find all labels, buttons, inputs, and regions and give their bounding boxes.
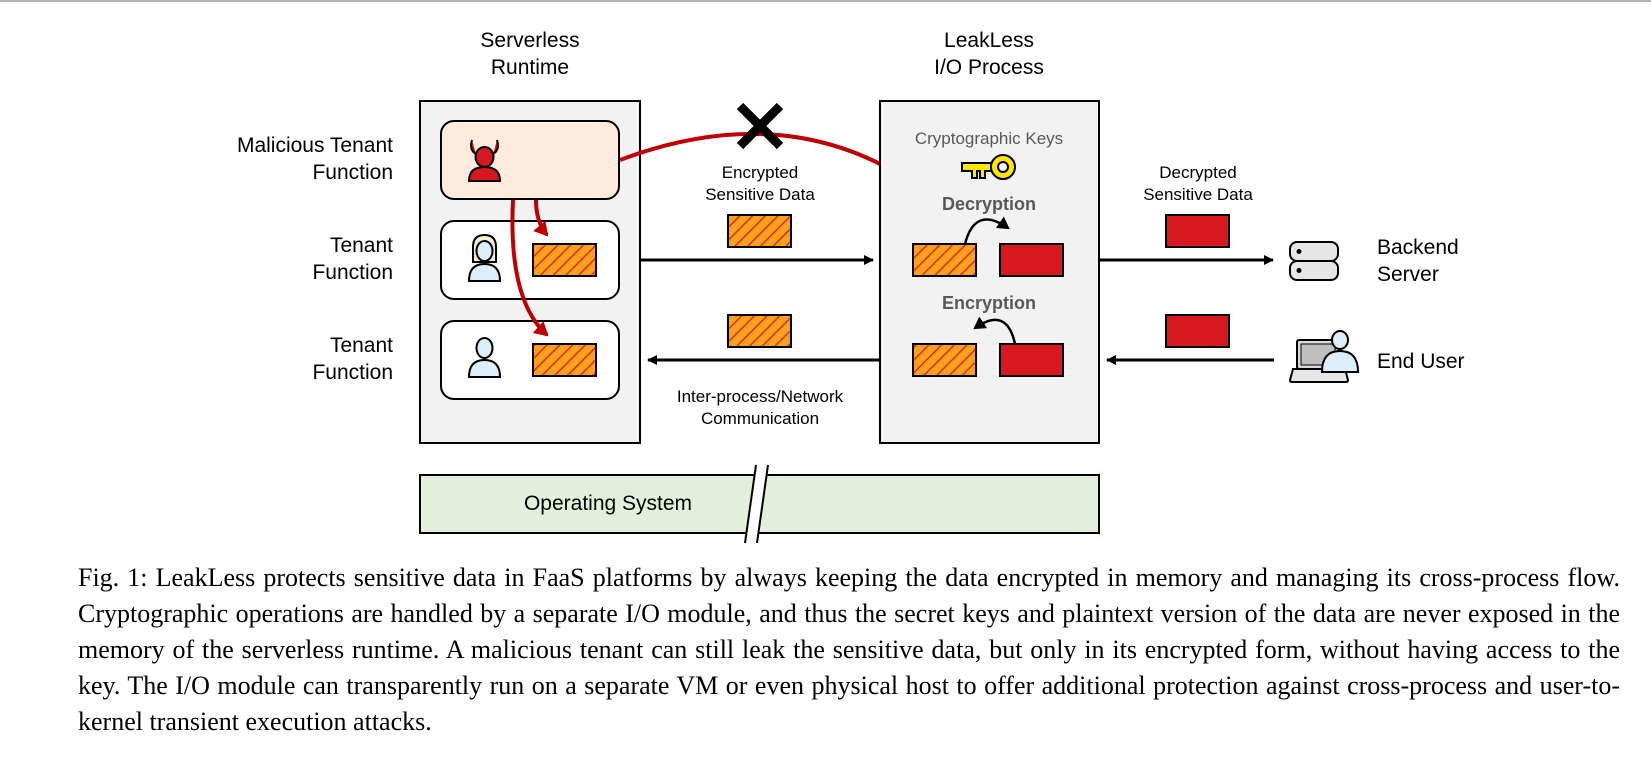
os-break-gap — [745, 465, 768, 543]
encrypted-data-block — [912, 343, 977, 377]
encryption-arrow — [973, 316, 1017, 345]
decrypted-label-line1: Decrypted — [1159, 163, 1236, 182]
io-title-line1: LeakLess — [944, 29, 1034, 52]
decrypted-data-block — [1165, 214, 1230, 248]
ipc-label-line2: Communication — [701, 409, 819, 428]
female-user-icon — [467, 233, 502, 282]
tenant1-label-line1: Tenant — [330, 234, 393, 257]
leak-arrow-tenant2 — [510, 199, 549, 337]
backend-label-line2: Server — [1377, 263, 1439, 286]
leakless-diagram: Serverless Runtime LeakLess I/O Process … — [237, 29, 1465, 544]
encrypted-data-block — [532, 343, 597, 377]
runtime-title-line2: Runtime — [491, 56, 569, 79]
encrypted-data-block — [727, 214, 792, 248]
x-mark-icon — [736, 102, 784, 150]
cryptographic-keys-label: Cryptographic Keys — [915, 129, 1063, 148]
malicious-label-line2: Function — [312, 161, 393, 184]
ipc-label-line1: Inter-process/Network — [677, 387, 844, 406]
decrypted-data-block — [1165, 314, 1230, 348]
backend-label-line1: Backend — [1377, 236, 1459, 259]
tenant1-label-line2: Function — [312, 261, 393, 284]
decryption-arrow — [963, 216, 1010, 245]
page-top-border — [0, 0, 1651, 2]
runtime-title-line1: Serverless — [480, 29, 579, 52]
os-break-line — [744, 464, 757, 544]
leak-arrow-tenant1 — [533, 199, 549, 237]
encrypted-data-block — [532, 243, 597, 277]
malicious-function-box — [440, 120, 620, 200]
encrypted-label-line2: Sensitive Data — [705, 185, 815, 204]
figure-caption: Fig. 1: LeakLess protects sensitive data… — [78, 563, 1620, 736]
user-icon — [467, 337, 502, 378]
end-user-label: End User — [1377, 350, 1465, 373]
io-title-line2: I/O Process — [934, 56, 1044, 79]
encrypted-data-block — [727, 314, 792, 348]
decrypted-data-block — [999, 343, 1064, 377]
operating-system-label: Operating System — [524, 492, 692, 515]
server-icon — [1289, 241, 1339, 281]
encrypted-data-block — [912, 243, 977, 277]
tenant2-label-line1: Tenant — [330, 334, 393, 357]
encryption-label: Encryption — [942, 293, 1036, 313]
tenant2-label-line2: Function — [312, 361, 393, 384]
encrypted-label-line1: Encrypted — [722, 163, 799, 182]
decryption-label: Decryption — [942, 194, 1036, 214]
key-icon — [961, 154, 1016, 180]
devil-user-icon — [467, 139, 502, 182]
malicious-label-line1: Malicious Tenant — [237, 134, 393, 157]
decrypted-data-block — [999, 243, 1064, 277]
decrypted-label-line2: Sensitive Data — [1143, 185, 1253, 204]
os-break-line — [756, 464, 769, 544]
laptop-user-icon — [1288, 330, 1360, 383]
